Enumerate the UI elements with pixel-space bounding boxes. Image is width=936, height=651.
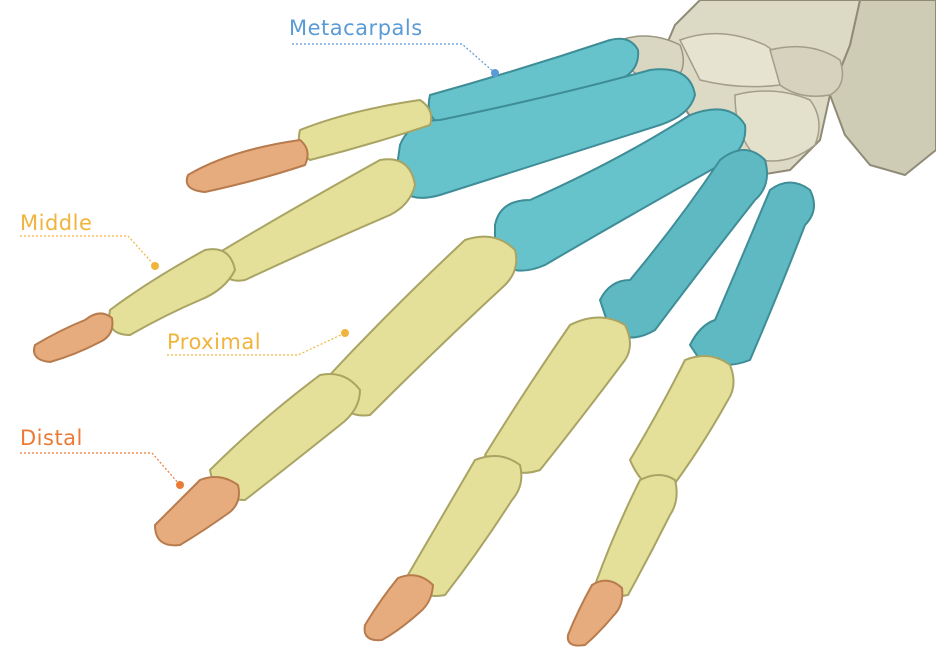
proximal-marker	[341, 329, 349, 337]
metacarpals-label: Metacarpals	[289, 18, 423, 39]
distal-marker	[176, 481, 184, 489]
proximal-label: Proximal	[167, 332, 261, 353]
middle-marker	[151, 262, 159, 270]
middle-label: Middle	[20, 213, 92, 234]
middle-phalanges	[109, 249, 677, 596]
distal-label: Distal	[20, 428, 83, 449]
metacarpals-marker	[491, 69, 499, 77]
